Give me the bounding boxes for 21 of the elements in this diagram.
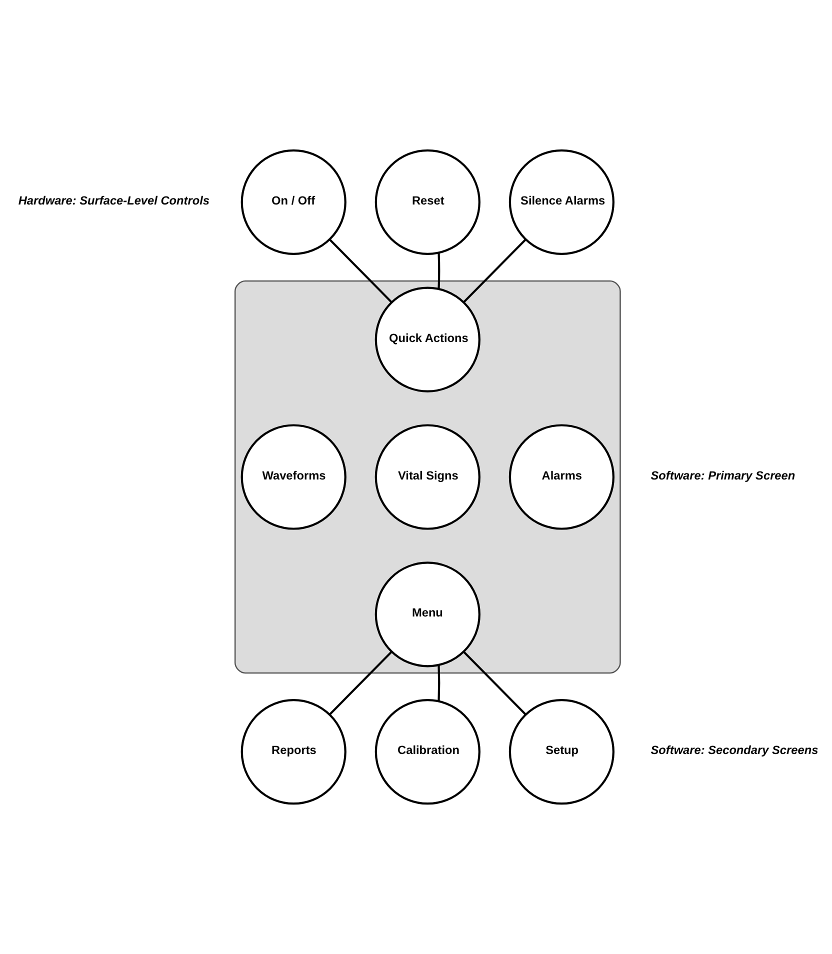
node-circle: Menu bbox=[374, 562, 480, 668]
node-circle: Silence Alarms bbox=[508, 149, 614, 255]
node-circle: Calibration bbox=[374, 699, 480, 805]
node-circle: On / Off bbox=[240, 149, 346, 255]
node-circle: Waveforms bbox=[240, 424, 346, 530]
node-circle: Setup bbox=[508, 699, 614, 805]
node-circle: Alarms bbox=[508, 424, 614, 530]
node-circle: Quick Actions bbox=[374, 286, 480, 392]
connector bbox=[328, 651, 392, 716]
label: Hardware: Surface-Level Controls bbox=[18, 193, 210, 208]
node-circle: Vital Signs bbox=[374, 424, 480, 530]
cluster bbox=[234, 280, 621, 674]
node-circle: Reset bbox=[374, 149, 480, 255]
connector bbox=[329, 238, 392, 303]
label: Software: Primary Screen bbox=[650, 468, 796, 482]
node-circle: Reports bbox=[240, 699, 346, 805]
connector bbox=[438, 252, 440, 289]
label: Software: Secondary Screens bbox=[650, 743, 818, 758]
connector bbox=[438, 665, 440, 702]
connector bbox=[462, 238, 526, 303]
connector bbox=[463, 651, 526, 716]
